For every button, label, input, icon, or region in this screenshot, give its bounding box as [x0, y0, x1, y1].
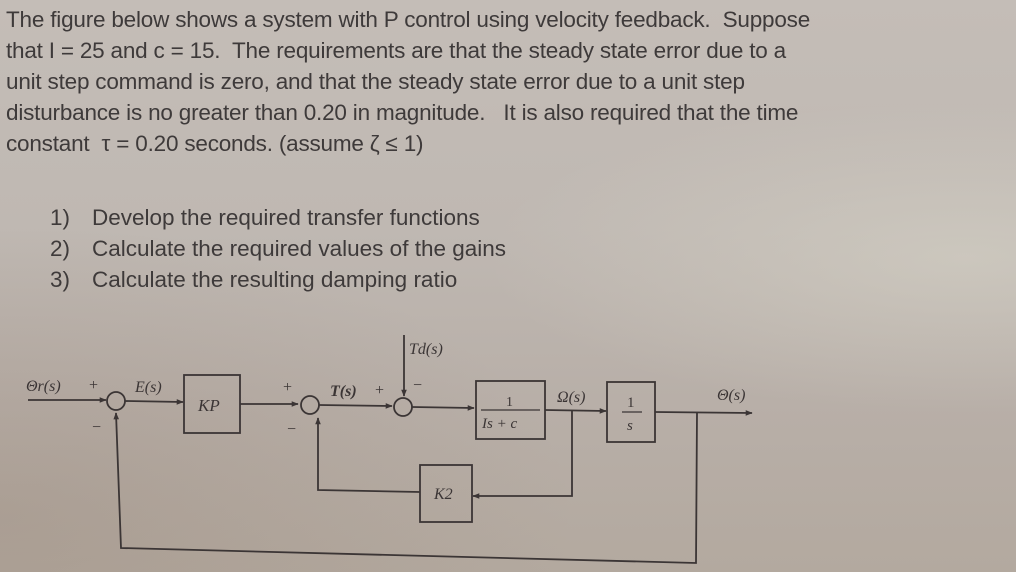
problem-line-4: disturbance is no greater than 0.20 in m… — [6, 100, 799, 125]
k2-block — [419, 464, 473, 523]
summing-junction-2 — [300, 395, 320, 415]
sum3-plus-sign: + — [375, 382, 384, 399]
task-item-2: 2) Calculate the required values of the g… — [50, 233, 506, 264]
problem-line-5: constant τ = 0.20 seconds. (assume ζ ≤ 1… — [6, 131, 424, 156]
summing-junction-1 — [106, 391, 126, 411]
task-number: 2) — [50, 236, 71, 261]
torque-line — [318, 403, 393, 409]
sum2-minus-sign: − — [287, 421, 296, 438]
task-number: 3) — [50, 267, 71, 292]
problem-line-1: The figure below shows a system with P c… — [6, 7, 811, 32]
output-line — [654, 410, 753, 416]
error-label: E(s) — [134, 379, 162, 396]
plant-numerator: 1 — [506, 395, 513, 410]
sum2-plus-sign: + — [283, 379, 292, 396]
problem-line-2: that I = 25 and c = 15. The requirements… — [6, 38, 786, 63]
plant-denominator: Is + c — [481, 416, 517, 432]
k2-output-line — [315, 417, 421, 493]
plant-input-line — [411, 405, 475, 411]
sum3-minus-sign: − — [413, 377, 422, 394]
error-line — [124, 399, 184, 405]
task-text: Calculate the required values of the gai… — [92, 236, 507, 261]
summing-junction-3 — [393, 397, 413, 417]
velocity-label: Ω(s) — [557, 389, 585, 406]
integrator-numerator: 1 — [627, 395, 635, 411]
integrator-denominator: s — [627, 418, 633, 434]
position-feedback-line — [113, 412, 698, 564]
disturbance-label: Td(s) — [409, 341, 443, 358]
kp-label: KP — [197, 396, 220, 415]
problem-statement: The figure below shows a system with P c… — [6, 4, 1016, 159]
task-list: 1) Develop the required transfer function… — [50, 202, 506, 295]
task-text: Develop the required transfer functions — [92, 205, 480, 230]
output-label: Θ(s) — [717, 387, 745, 404]
k2-label: K2 — [433, 486, 453, 503]
sum1-plus-sign: + — [89, 377, 98, 394]
problem-line-3: unit step command is zero, and that the … — [6, 69, 745, 94]
velocity-line — [544, 408, 607, 414]
task-text: Calculate the resulting damping ratio — [92, 267, 458, 292]
sum1-minus-sign: − — [92, 419, 101, 436]
input-label: Θr(s) — [26, 378, 61, 395]
velocity-feedback-line — [472, 410, 573, 499]
task-item-3: 3) Calculate the resulting damping ratio — [50, 264, 506, 295]
task-number: 1) — [50, 205, 71, 230]
task-item-1: 1) Develop the required transfer function… — [50, 202, 506, 233]
torque-label: T(s) — [330, 383, 357, 400]
